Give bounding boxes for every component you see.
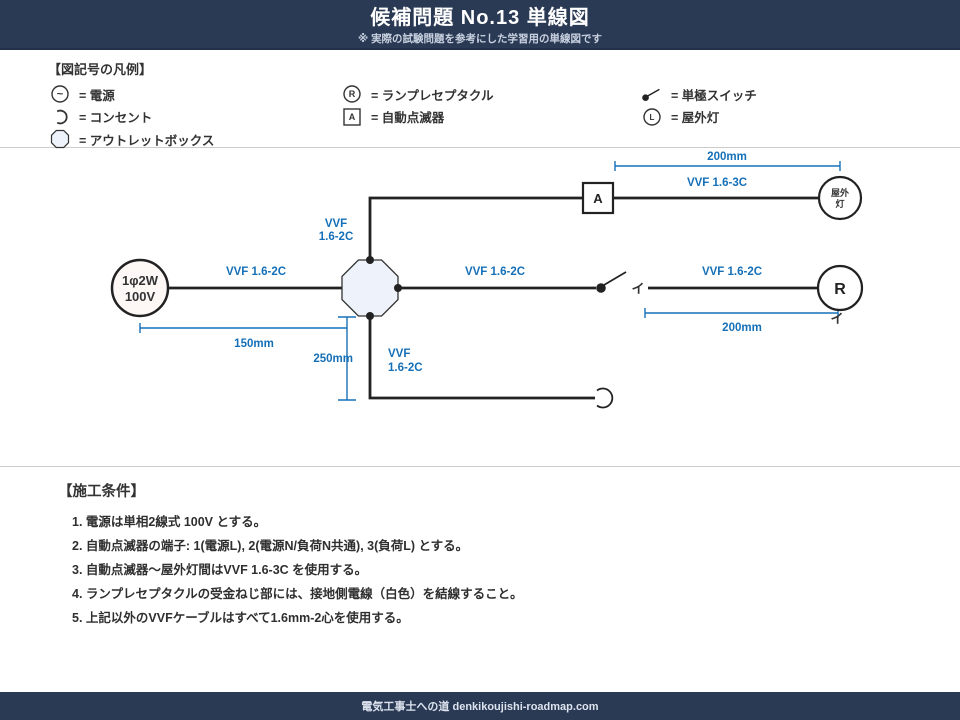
- lamp-receptacle-symbol: [816, 264, 864, 312]
- dim-line-top: [614, 161, 841, 171]
- power-icon: ~: [48, 83, 72, 105]
- lamp-receptacle-icon: R: [340, 83, 364, 105]
- legend-column-1: ~ = 電源 = コンセント: [48, 83, 340, 151]
- auto-switch-icon: A: [340, 106, 364, 128]
- header-banner: 候補問題 No.13 単線図 ※ 実際の試験問題を参考にした学習用の単線図です: [0, 0, 960, 50]
- power-source-symbol: [110, 258, 170, 318]
- legend-column-3: = 単極スイッチ L = 屋外灯: [640, 83, 960, 151]
- conditions-heading: 【施工条件】: [58, 484, 145, 500]
- outdoor-light-letter: L: [650, 113, 655, 122]
- lamp-receptacle-letter: R: [834, 281, 846, 298]
- junction-dot-top: [366, 256, 374, 264]
- auto-switch-device-letter: A: [593, 191, 603, 206]
- page-title: 候補問題 No.13 単線図: [370, 7, 590, 29]
- outdoor-light-text-2: 灯: [835, 198, 844, 209]
- power-source-label-2: 100V: [125, 289, 156, 304]
- legend-item-auto-switch: A = 自動点滅器: [340, 106, 640, 129]
- dim-label-top: 200mm: [707, 151, 747, 163]
- legend-label-lamp-receptacle: = ランプレセプタクル: [371, 88, 494, 103]
- wiring-diagram-canvas: 200mm VVF 1.6-3C 150mm 250mm 200mm VVF 1…: [110, 151, 864, 409]
- legend-item-lamp-receptacle: R = ランプレセプタクル: [340, 83, 640, 106]
- auto-switch-letter: A: [349, 112, 356, 122]
- outlet-box-symbol: [341, 259, 399, 317]
- wire-box-to-autoswitch: [368, 196, 583, 260]
- cable-label-right: VVF 1.6-2C: [702, 266, 762, 278]
- legend-item-power: ~ = 電源: [48, 83, 340, 106]
- dim-label-vertical: 250mm: [313, 353, 353, 365]
- single-pole-switch-icon: [640, 83, 664, 105]
- footer-banner: 電気工事士への道 denkikoujishi-roadmap.com: [0, 692, 960, 720]
- condition-item-5: 5. 上記以外のVVFケーブルはすべて1.6mm-2心を使用する。: [72, 611, 409, 625]
- legend-item-single-pole-switch: = 単極スイッチ: [640, 83, 960, 106]
- legend-columns: ~ = 電源 = コンセント: [48, 83, 960, 151]
- cable-label-3c: VVF 1.6-3C: [687, 177, 747, 189]
- legend-label-auto-switch: = 自動点滅器: [371, 111, 445, 126]
- cable-label-bottom-2: 1.6-2C: [388, 362, 423, 374]
- power-source-label-1: 1φ2W: [122, 273, 159, 288]
- junction-dot-bottom: [366, 312, 374, 320]
- condition-item-3: 3. 自動点滅器～屋外灯間はVVF 1.6-3C を使用する。: [72, 563, 368, 577]
- legend-label-outdoor-light: = 屋外灯: [671, 111, 720, 126]
- conditions-list: 1. 電源は単相2線式 100V とする。 2. 自動点滅器の端子: 1(電源L…: [58, 510, 960, 630]
- cable-label-mid: VVF 1.6-2C: [465, 266, 525, 278]
- legend-item-outlet: = コンセント: [48, 106, 340, 129]
- wire-box-to-outlet: [368, 316, 595, 400]
- dim-line-right: [644, 308, 839, 318]
- dim-label-left: 150mm: [234, 338, 274, 350]
- switch-circuit-mark: イ: [631, 281, 644, 296]
- auto-switch-symbol: [581, 181, 615, 215]
- legend-column-2: R = ランプレセプタクル A = 自動点滅器: [340, 83, 640, 151]
- cable-label-top-2: 1.6-2C: [319, 231, 354, 243]
- dim-label-right: 200mm: [722, 322, 762, 334]
- legend-label-single-pole-switch: = 単極スイッチ: [671, 88, 757, 103]
- switch-symbol-dot: [596, 283, 606, 293]
- condition-item-1: 1. 電源は単相2線式 100V とする。: [72, 515, 267, 529]
- cable-label-bottom-1: VVF: [388, 348, 410, 360]
- cable-label-left: VVF 1.6-2C: [226, 266, 286, 278]
- legend-label-outlet: = コンセント: [79, 111, 153, 126]
- condition-item-2: 2. 自動点滅器の端子: 1(電源L), 2(電源N/負荷N共通), 3(負荷L…: [72, 539, 469, 553]
- outlet-icon: [48, 106, 72, 128]
- legend-heading: 【図記号の凡例】: [48, 62, 153, 77]
- outdoor-light-text-1: 屋外: [831, 187, 849, 198]
- cable-label-top-1: VVF: [325, 218, 347, 230]
- dim-line-left: [139, 323, 347, 333]
- conditions-section: 【施工条件】 1. 電源は単相2線式 100V とする。 2. 自動点滅器の端子…: [0, 467, 960, 630]
- legend-label-power: = 電源: [79, 88, 115, 103]
- legend-label-outlet-box: = アウトレットボックス: [79, 133, 215, 148]
- condition-item-4: 4. ランプレセプタクルの受金ねじ部には、接地側電線（白色）を結線すること。: [72, 587, 523, 601]
- wiring-diagram-section: 200mm VVF 1.6-3C 150mm 250mm 200mm VVF 1…: [0, 148, 960, 467]
- dim-line-vertical: [338, 316, 356, 401]
- page-subtitle: ※ 実際の試験問題を参考にした学習用の単線図です: [357, 33, 603, 45]
- junction-dot-right: [394, 284, 402, 292]
- receptacle-circuit-mark: イ: [830, 311, 843, 326]
- outlet-box-icon: [48, 128, 72, 150]
- legend-section: 【図記号の凡例】 ~ = 電源: [0, 50, 960, 151]
- legend-item-outdoor-light: L = 屋外灯: [640, 106, 960, 129]
- outdoor-light-symbol: [817, 175, 863, 221]
- power-glyph: ~: [57, 89, 64, 101]
- legend-item-outlet-box: = アウトレットボックス: [48, 128, 340, 151]
- switch-symbol-lever: [603, 271, 627, 286]
- outlet-symbol: [596, 387, 614, 409]
- outdoor-light-icon: L: [640, 106, 664, 128]
- receptacle-letter: R: [349, 89, 356, 99]
- footer-text: 電気工事士への道 denkikoujishi-roadmap.com: [361, 701, 599, 713]
